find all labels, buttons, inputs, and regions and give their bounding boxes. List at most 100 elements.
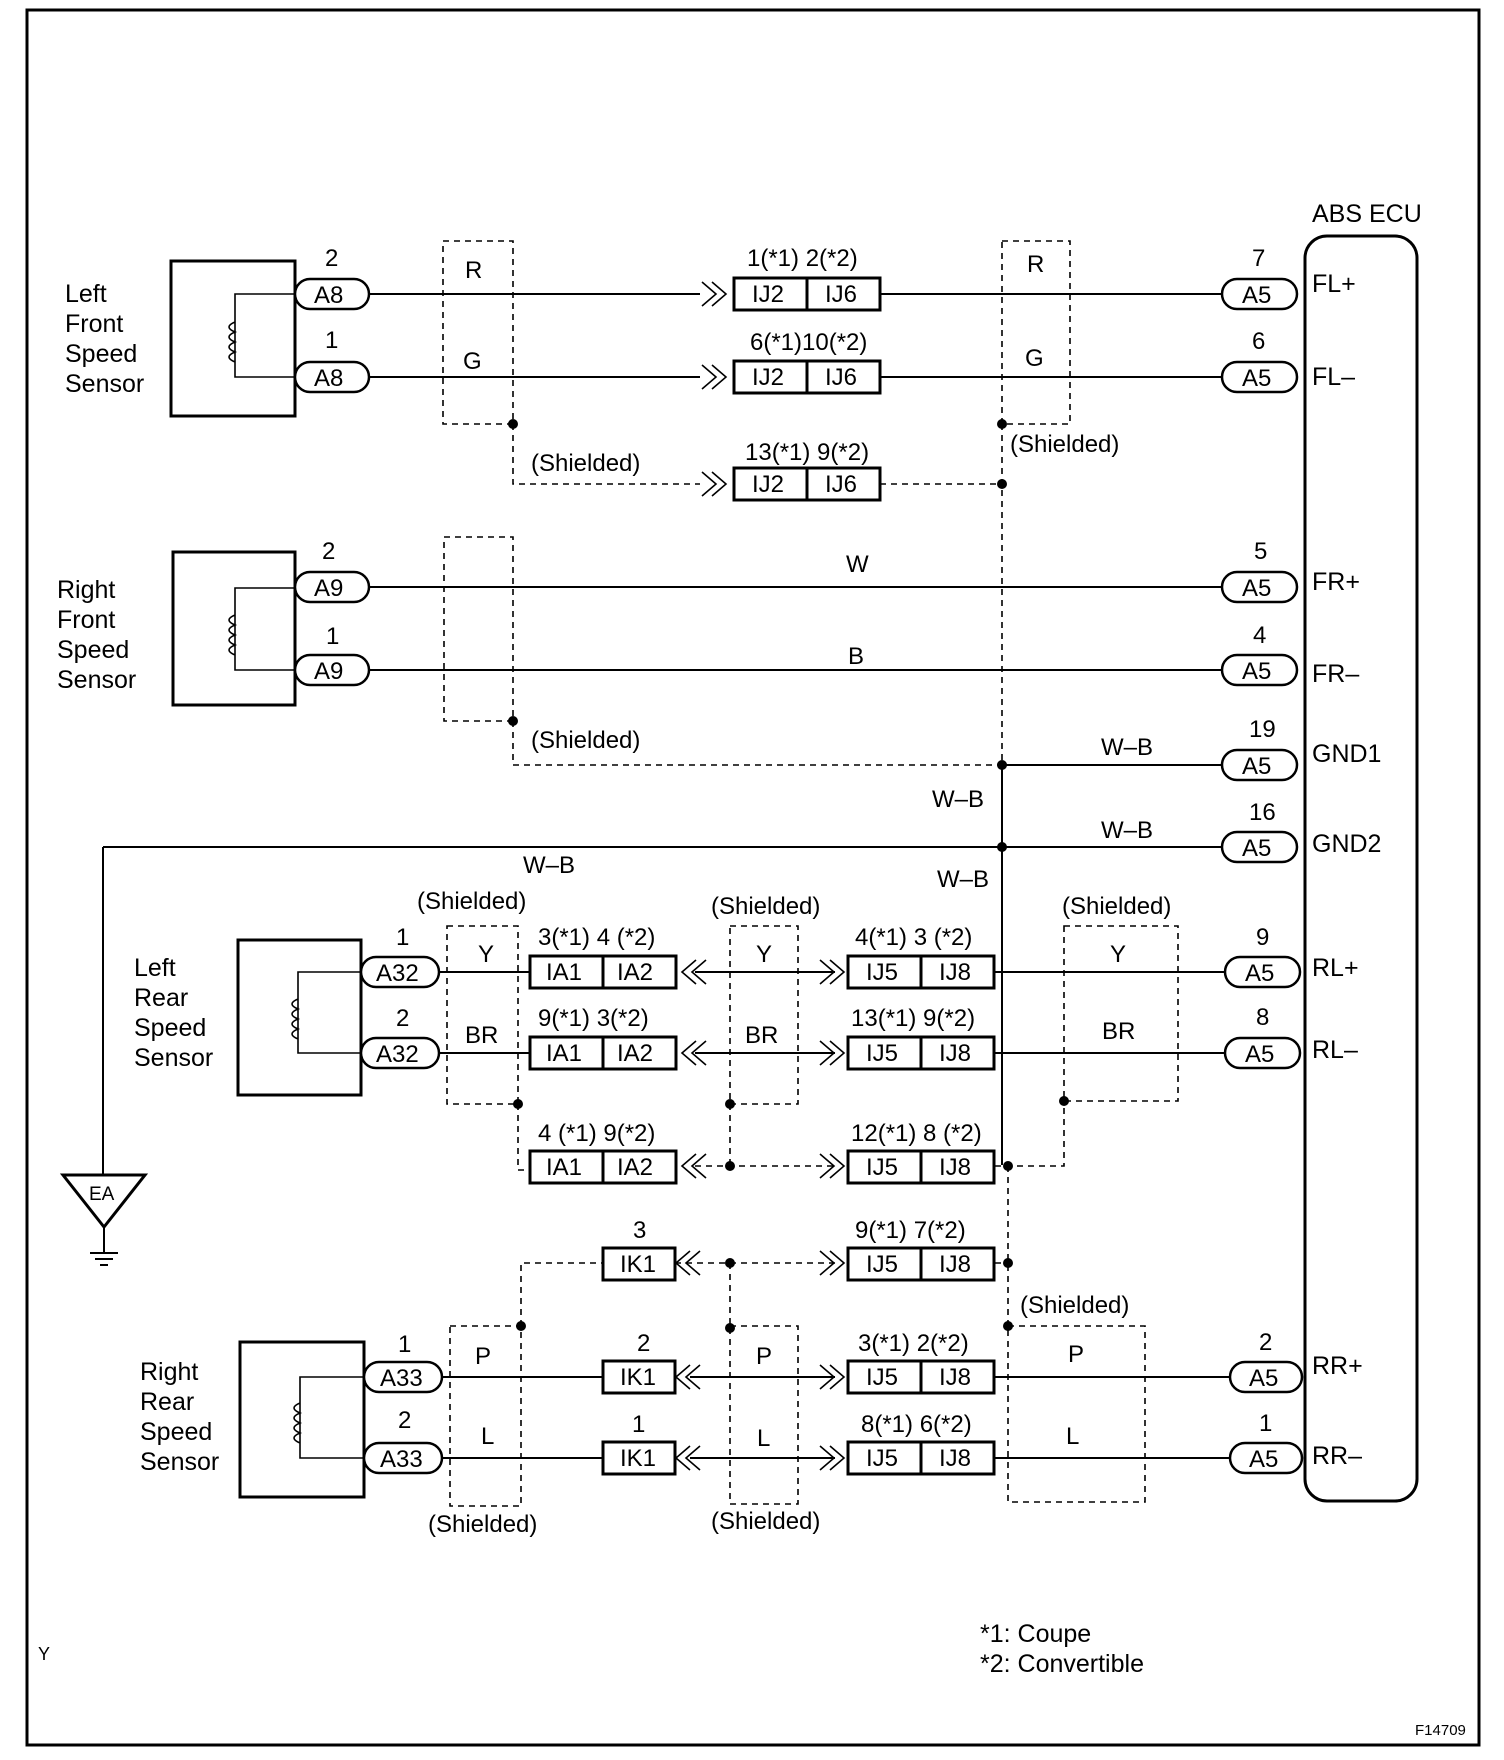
- shield-box: [729, 1325, 799, 1505]
- junction-pin-label: 3(*1) 2(*2): [858, 1330, 969, 1357]
- arrow-icon: [819, 1250, 846, 1276]
- arrow-icon: [819, 1364, 846, 1390]
- sensor-label-line: Speed: [57, 636, 129, 664]
- connector-pin: 2: [325, 245, 338, 272]
- splice-dot: [725, 1161, 735, 1171]
- arrow-icon: [680, 1040, 707, 1066]
- wire-color-label: W–B: [1101, 734, 1153, 761]
- connector-id: A33: [380, 1446, 423, 1473]
- sensor-label-line: Rear: [140, 1388, 194, 1416]
- ground-label: EA: [89, 1184, 115, 1205]
- junction-pin-label: 3(*1) 4 (*2): [538, 924, 655, 951]
- junction-id: IK1: [620, 1364, 656, 1391]
- connector-pin: 5: [1254, 538, 1267, 565]
- sensor-label-line: Sensor: [57, 666, 136, 694]
- junction-left-id: IJ5: [866, 959, 898, 986]
- ecu-terminal-rl-minus: RL–: [1312, 1036, 1358, 1064]
- junction-ik1: 2 IK1: [601, 1330, 677, 1395]
- ecu-terminal-gnd1: GND1: [1312, 740, 1381, 768]
- junction-ij5-ij8: 12(*1) 8 (*2) IJ5 IJ8: [846, 1120, 996, 1185]
- arrow-icon: [819, 959, 846, 985]
- wire-color-label: R: [1027, 251, 1044, 278]
- junction-pin-label: 2: [637, 1330, 650, 1357]
- junction-ij5-ij8: 3(*1) 2(*2) IJ5 IJ8: [846, 1330, 996, 1395]
- junction-pin-label: 8(*1) 6(*2): [861, 1411, 972, 1438]
- junction-right-id: IA2: [617, 1154, 653, 1181]
- junction-pin-label: 1(*1) 2(*2): [747, 245, 858, 272]
- connector-id: A8: [314, 282, 343, 309]
- junction-left-id: IJ5: [866, 1040, 898, 1067]
- wire-color-label: Y: [478, 941, 494, 968]
- ecu-connector: 4 A5: [1220, 622, 1299, 687]
- junction-pin-label: 4(*1) 3 (*2): [855, 924, 972, 951]
- wire-color-label: BR: [745, 1022, 778, 1049]
- connector-id: A8: [314, 365, 343, 392]
- ecu-connector: 8 A5: [1223, 1004, 1302, 1070]
- ecu-connector: 5 A5: [1220, 538, 1299, 604]
- shield-box: [1063, 925, 1179, 1102]
- left-front-sensor: Left Front Speed Sensor: [65, 259, 297, 418]
- connector-a5: [1220, 748, 1299, 782]
- arrow-icon: [680, 959, 707, 985]
- sensor-label-line: Sensor: [65, 370, 144, 398]
- junction-pin-label: 9(*1) 7(*2): [855, 1217, 966, 1244]
- sensor-label-line: Left: [134, 954, 176, 982]
- wire-color-label: G: [463, 348, 482, 375]
- shielded-label: (Shielded): [531, 450, 640, 477]
- shielded-label: (Shielded): [417, 888, 526, 915]
- coil-icon: [228, 293, 295, 378]
- page-border: [25, 8, 1481, 1747]
- shield-box: [1001, 240, 1071, 425]
- ecu-terminal-fr-minus: FR–: [1312, 660, 1359, 688]
- sensor-box: [236, 938, 363, 1097]
- sensor-box: [238, 1340, 366, 1499]
- junction-pin-label: 3: [633, 1217, 646, 1244]
- sensor-box: [171, 550, 297, 707]
- ecu-connector: 19 A5: [1220, 716, 1299, 782]
- ecu-connector: 2 A5: [1228, 1329, 1304, 1394]
- ecu-title: ABS ECU: [1312, 200, 1422, 228]
- connector-id: A5: [1249, 1446, 1278, 1473]
- connector-pin: 4: [1253, 622, 1266, 649]
- connector-id: A5: [1245, 1041, 1274, 1068]
- arrow-icon: [674, 1250, 701, 1276]
- shielded-label: (Shielded): [1010, 431, 1119, 458]
- shield-drain: [512, 721, 1002, 766]
- ecu-terminal-fl-plus: FL+: [1312, 270, 1356, 298]
- connector-id: A5: [1242, 658, 1271, 685]
- junction-left-id: IJ2: [752, 364, 784, 391]
- wire-color-label: W–B: [1101, 817, 1153, 844]
- junction-left-id: IA1: [546, 959, 582, 986]
- shield-box: [729, 925, 799, 1105]
- ecu-terminal-rr-plus: RR+: [1312, 1352, 1363, 1380]
- wire-color-label: L: [481, 1423, 494, 1450]
- junction-pin-label: 1: [632, 1411, 645, 1438]
- junction-pin-label: 13(*1) 9(*2): [851, 1005, 975, 1032]
- sensor-box: [169, 259, 297, 418]
- wire-color-label: W–B: [932, 786, 984, 813]
- connector-pin: 1: [1259, 1410, 1272, 1437]
- junction-right-id: IJ8: [939, 959, 971, 986]
- connector-id: A9: [314, 575, 343, 602]
- junction-ia1-ia2: 9(*1) 3(*2) IA1 IA2: [528, 1005, 678, 1071]
- junction-left-id: IJ5: [866, 1251, 898, 1278]
- connector-pin: 19: [1249, 716, 1276, 743]
- wire-color-label: P: [1068, 1341, 1084, 1368]
- junction-pin-label: 12(*1) 8 (*2): [851, 1120, 982, 1147]
- shielded-label: (Shielded): [531, 727, 640, 754]
- wire-color-label: P: [756, 1343, 772, 1370]
- ground-symbol: EA: [59, 1173, 149, 1266]
- connector-id: A5: [1242, 365, 1271, 392]
- connector-id: A32: [376, 960, 419, 987]
- sensor-label-line: Sensor: [140, 1448, 219, 1476]
- wire-color-label: L: [757, 1425, 770, 1452]
- wire-color-label: BR: [1102, 1018, 1135, 1045]
- junction-right-id: IJ8: [939, 1040, 971, 1067]
- ecu-connector: 16 A5: [1220, 799, 1299, 864]
- connector-pin: 1: [326, 623, 339, 650]
- sensor-label-line: Front: [65, 310, 123, 338]
- junction-ij5-ij8: 13(*1) 9(*2) IJ5 IJ8: [846, 1005, 996, 1071]
- shielded-label: (Shielded): [711, 893, 820, 920]
- wire-color-label: Y: [756, 941, 772, 968]
- arrow-icon: [674, 1364, 701, 1390]
